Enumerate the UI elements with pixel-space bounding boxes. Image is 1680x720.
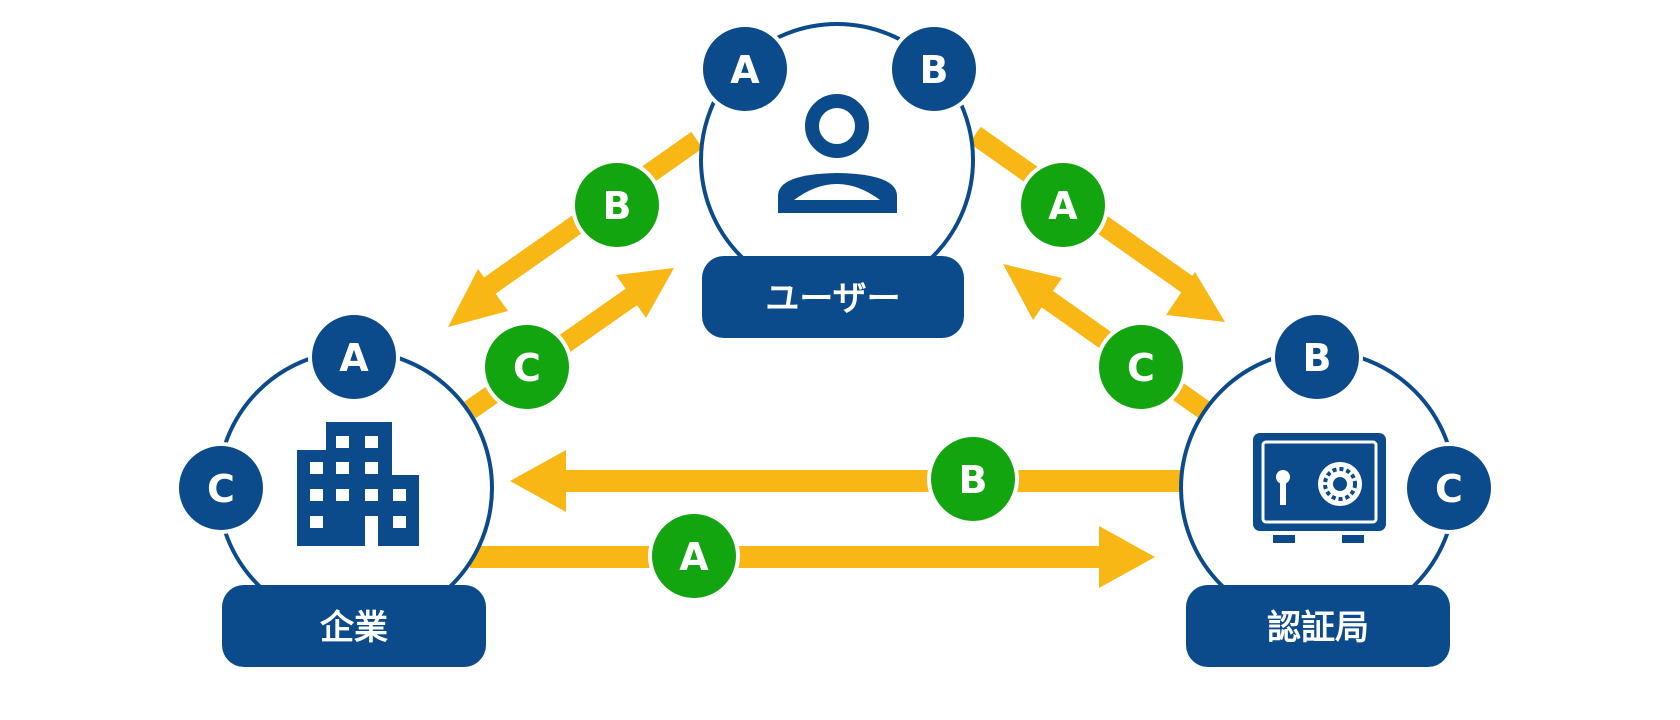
user-label-box	[702, 256, 964, 338]
flow-badges: B C A C B A	[481, 159, 1187, 602]
node-company: 企業	[216, 349, 494, 667]
ca-label-box	[1186, 585, 1450, 667]
badge-company-a: A	[308, 311, 400, 403]
svg-text:C: C	[207, 467, 235, 511]
badge-ca-c: C	[1403, 442, 1495, 534]
node-ca: 認証局	[1179, 349, 1457, 667]
user-icon	[778, 94, 897, 213]
flow-badge-ca-to-user: C	[1095, 321, 1187, 413]
svg-text:B: B	[959, 458, 988, 502]
svg-text:A: A	[679, 535, 709, 579]
svg-text:B: B	[920, 48, 949, 92]
arrow-ca-to-company	[510, 450, 1185, 512]
node-badges: A B A C B C	[175, 23, 1495, 534]
flow-badge-company-to-user: C	[481, 321, 573, 413]
svg-text:A: A	[339, 336, 369, 380]
badge-ca-b: B	[1271, 311, 1363, 403]
badge-company-c: C	[175, 442, 267, 534]
flow-badge-ca-to-company: B	[927, 433, 1019, 525]
svg-text:B: B	[1303, 336, 1332, 380]
badge-user-a: A	[699, 23, 791, 115]
flow-badge-user-to-ca: A	[1017, 159, 1109, 251]
company-label-box	[222, 585, 486, 667]
svg-text:B: B	[603, 184, 632, 228]
flow-badge-company-to-ca: A	[648, 510, 740, 602]
badge-user-b: B	[888, 23, 980, 115]
arrow-company-to-ca	[470, 526, 1155, 588]
svg-text:C: C	[1435, 467, 1463, 511]
company-label: 企業	[320, 608, 388, 648]
building-icon	[297, 422, 419, 546]
ca-label: 認証局	[1267, 608, 1369, 648]
arrow-user-to-company	[448, 131, 703, 327]
svg-text:C: C	[513, 346, 541, 390]
safe-icon	[1253, 433, 1386, 543]
svg-text:A: A	[730, 48, 760, 92]
user-label: ユーザー	[765, 279, 900, 319]
flow-badge-user-to-company: B	[571, 159, 663, 251]
svg-text:A: A	[1048, 184, 1078, 228]
svg-text:C: C	[1127, 346, 1155, 390]
